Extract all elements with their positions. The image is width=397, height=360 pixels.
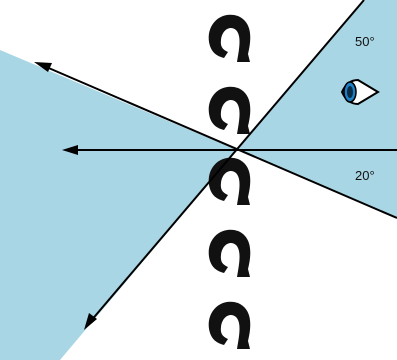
eye-icon [340,78,380,106]
hook-icon-5 [208,301,251,349]
right-viewing-region [237,0,397,218]
arrowhead-icon-lower-left [84,313,97,330]
upper-angle-label: 50° [355,34,375,49]
arrowhead-icon-upper-left [34,62,52,72]
hook-icon-3 [208,157,251,205]
left-viewing-region [0,50,237,360]
shallow-line [43,65,397,219]
hook-icon-4 [208,229,251,277]
arrowhead-icon-left [62,145,78,155]
hook-icon-2 [208,86,251,134]
hook-icon-1 [208,14,251,62]
lower-angle-label: 20° [355,168,375,183]
steep-line [89,0,365,323]
